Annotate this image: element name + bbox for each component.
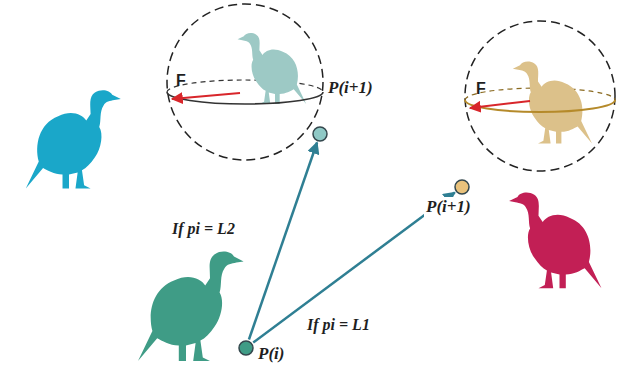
move-arrow [249,143,317,340]
condition-label: If pi = L2 [170,220,237,238]
search-sphere [465,21,615,171]
point-label-holder: P(i+1) [424,197,473,217]
force-label: F [176,72,186,90]
search-sphere [167,4,323,160]
vulture-silhouette [138,252,244,361]
force-label: F [476,80,486,98]
point-label-holder: P(i) [256,344,286,364]
point-label-holder: P(i+1) [326,78,375,98]
point-node: P(i+1) [312,126,328,142]
point-label: P(i) [256,344,286,364]
condition-label: If pi = L1 [305,316,372,334]
point-marker [454,179,470,195]
point-label: P(i+1) [326,78,375,98]
point-node: P(i+1) [454,179,470,195]
point-marker [312,126,328,142]
vulture-silhouette [26,90,121,188]
point-marker [238,340,254,356]
point-node: P(i) [238,340,254,356]
vulture-silhouette [509,193,601,289]
point-label: P(i+1) [424,197,473,217]
